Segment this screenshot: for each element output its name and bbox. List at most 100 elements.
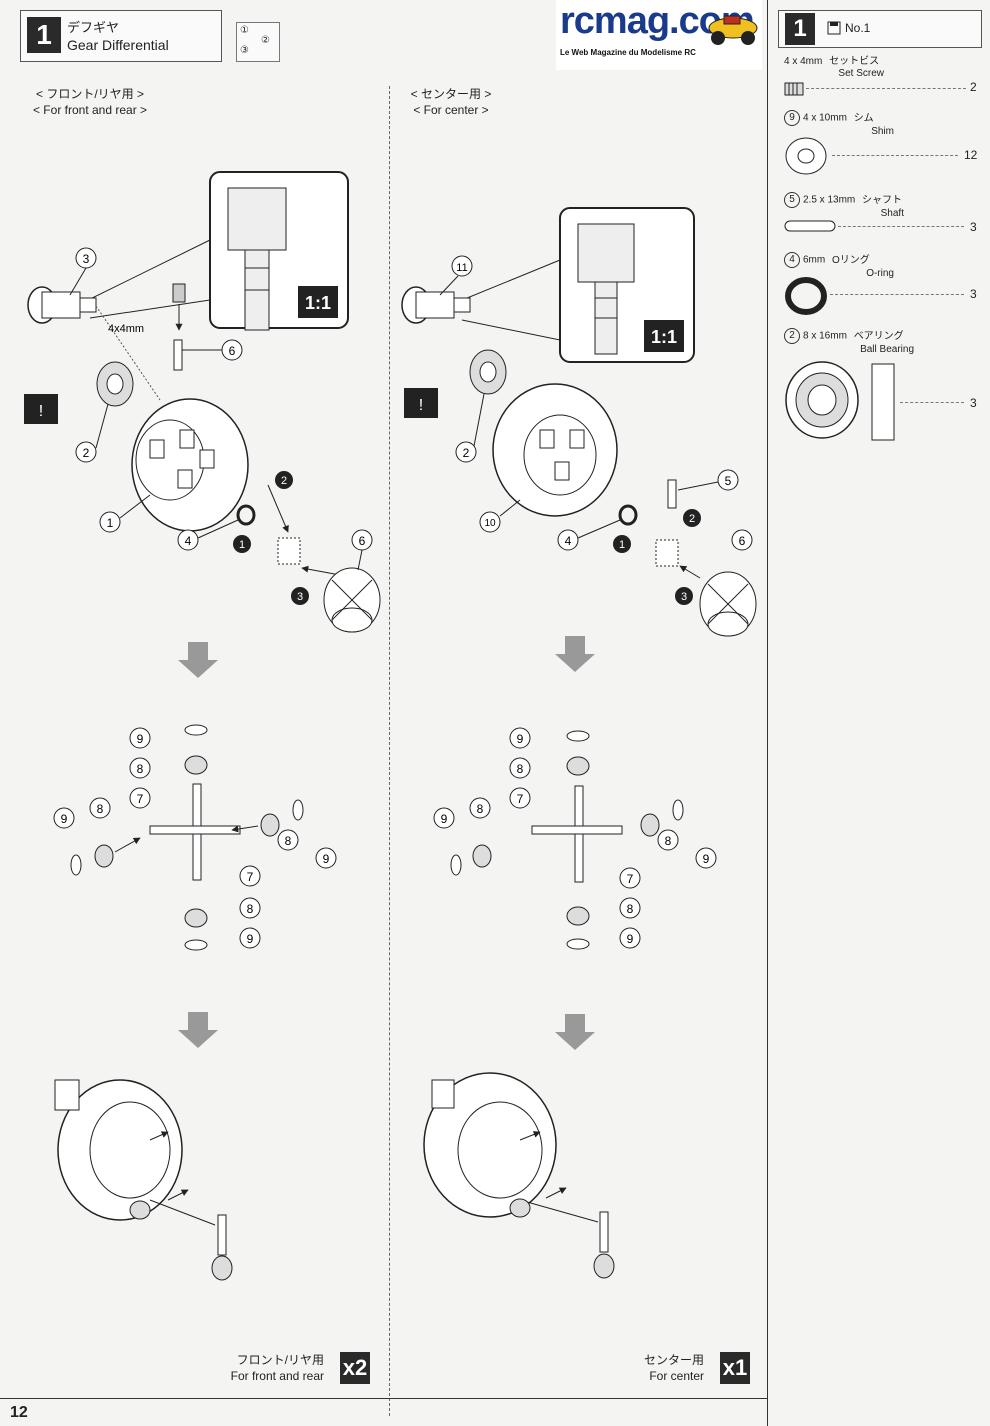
svg-text:1: 1 [619, 539, 625, 551]
svg-text:7: 7 [627, 872, 634, 886]
svg-text:2: 2 [689, 513, 695, 525]
section-center-en: < For center > [413, 103, 489, 117]
leader-set-screw [806, 88, 966, 89]
svg-text:9: 9 [627, 932, 634, 946]
svg-text:8: 8 [627, 902, 634, 916]
svg-text:2: 2 [83, 446, 90, 460]
svg-text:9: 9 [61, 812, 68, 826]
shim-icon [785, 137, 827, 175]
svg-text:2: 2 [463, 446, 470, 460]
center-outdrive [401, 286, 471, 324]
step-title-jp: デフギヤ [67, 20, 120, 35]
svg-text:7: 7 [247, 870, 254, 884]
part-oring-jp: Oリング [832, 254, 870, 266]
footer-center-jp: センター用 [643, 1353, 704, 1367]
svg-text:1: 1 [107, 516, 114, 530]
svg-text:8: 8 [285, 834, 292, 848]
front-multiplier: x2 [340, 1352, 370, 1384]
section-front-jp: < フロント/リヤ用 > [35, 87, 145, 101]
part-shaft-jp: シャフト [862, 194, 903, 206]
qty-set-screw: 2 [970, 80, 977, 94]
order-icon: ① ② ③ [236, 22, 280, 62]
svg-text:8: 8 [517, 762, 524, 776]
leader-bearing [900, 402, 964, 403]
front-screw-label: 4x4mm [108, 323, 144, 335]
front-bearing [96, 361, 134, 407]
footer-front-jp: フロント/リヤ用 [236, 1353, 324, 1367]
svg-text:8: 8 [477, 802, 484, 816]
footer-front-en: For front and rear [230, 1369, 324, 1383]
right-panel-border [767, 0, 768, 1426]
svg-text:9: 9 [441, 812, 448, 826]
leader-shaft [838, 226, 964, 227]
svg-text:9: 9 [137, 732, 144, 746]
svg-text:1: 1 [239, 539, 245, 551]
bag-header: 1 No.1 [778, 10, 982, 48]
bottom-border [0, 1398, 768, 1399]
part-set-screw-jp: セットビス [829, 56, 880, 67]
part-oring-num: 4 [784, 252, 800, 268]
part-shim-size: 4 x 10mm [803, 112, 847, 124]
front-scale-label: 1:1 [305, 293, 331, 313]
part-bearing-size: 8 x 16mm [803, 330, 847, 342]
svg-text:!: ! [419, 397, 423, 414]
footer-center: センター用 For center [590, 1352, 704, 1384]
part-bearing-jp: ベアリング [853, 330, 904, 342]
front-bevel-gear [323, 567, 381, 633]
svg-text:7: 7 [517, 792, 524, 806]
car-icon [708, 15, 758, 45]
footer-front: フロント/リヤ用 For front and rear [200, 1352, 324, 1384]
center-final-assembly [423, 1072, 615, 1279]
center-cross-assembly [450, 730, 684, 950]
center-multiplier: x1 [720, 1352, 750, 1384]
center-diff-case [492, 383, 618, 517]
bag-step-number: 1 [785, 13, 815, 45]
svg-text:7: 7 [137, 792, 144, 806]
part-oring-en: O-ring [866, 268, 894, 279]
part-oring-size: 6mm [803, 254, 826, 266]
part-shim-en: Shim [871, 126, 894, 137]
section-divider [389, 86, 390, 1416]
front-cross-assembly [70, 724, 304, 951]
part-shaft-size: 2.5 x 13mm [803, 194, 856, 206]
order-label-2: ② [261, 35, 270, 46]
svg-text:3: 3 [83, 252, 90, 266]
bag-icon [827, 21, 841, 35]
svg-text:9: 9 [703, 852, 710, 866]
section-center: < センター用 > < For center > [396, 86, 506, 118]
svg-text:8: 8 [137, 762, 144, 776]
order-label-3: ③ [240, 45, 249, 56]
qty-bearing: 3 [970, 396, 977, 410]
assembly-diagram: 1:1 3 ! 2 4x4mm 6 1 4 1 [24, 171, 757, 1281]
part-shim-num: 9 [784, 110, 800, 126]
front-diff-case [131, 398, 249, 532]
logo-tagline: Le Web Magazine du Modelisme RC [560, 48, 696, 57]
svg-text:10: 10 [484, 518, 496, 529]
set-screw-icon [784, 82, 804, 96]
svg-text:5: 5 [725, 474, 732, 488]
part-set-screw-size: 4 x 4mm [784, 56, 823, 67]
qty-shim: 12 [964, 148, 978, 162]
svg-text:2: 2 [281, 475, 287, 487]
svg-text:!: ! [39, 403, 43, 420]
center-scale-label: 1:1 [651, 327, 677, 347]
front-final-assembly [54, 1079, 233, 1281]
qty-oring: 3 [970, 287, 977, 301]
part-bearing-en: Ball Bearing [860, 344, 914, 355]
page-number: 12 [10, 1404, 28, 1421]
part-shaft-en: Shaft [880, 208, 904, 219]
leader-shim [832, 155, 958, 156]
section-front-en: < For front and rear > [32, 103, 148, 117]
part-shim-jp: シム [853, 112, 874, 124]
part-set-screw: 4 x 4mm セットビス Set Screw [784, 56, 884, 80]
front-outdrive [27, 286, 161, 401]
section-front-rear: < フロント/リヤ用 > < For front and rear > [20, 86, 160, 118]
svg-text:9: 9 [247, 932, 254, 946]
oring-icon [785, 277, 827, 315]
center-bevel-gear [699, 571, 757, 637]
order-label-1: ① [240, 25, 249, 36]
